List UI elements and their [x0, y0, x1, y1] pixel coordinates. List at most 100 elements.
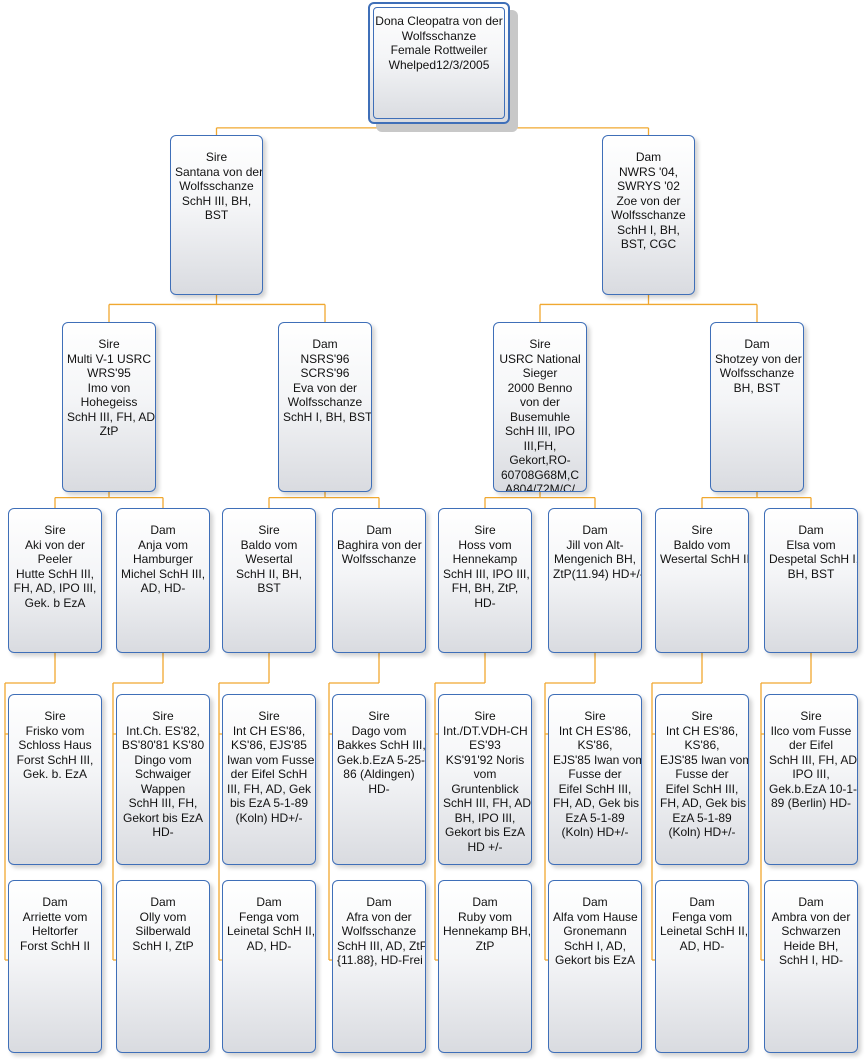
node-text-line: 86 (Aldingen): [343, 767, 415, 781]
node-text-line: FH, BH, ZtP,: [451, 581, 519, 595]
node-text-line: EzA 5-1-89: [565, 810, 625, 825]
node-role-label: Sire: [44, 523, 66, 537]
node-text-line: KS'86,: [684, 738, 720, 752]
node-text-line: Female Rottweiler: [390, 43, 488, 57]
node-text-line: KS'86,: [577, 738, 613, 752]
node-text-line: HD-: [368, 781, 390, 796]
node-text-line: SchH I, AD,: [563, 938, 627, 953]
node-text-line: Arriette vom: [22, 909, 88, 924]
node-text-line: Alfa vom Hause: [553, 909, 638, 924]
node-text-line: (Koln) HD+/-: [668, 825, 736, 839]
node-text-line: KS'91'92 Noris: [445, 752, 525, 767]
node-role-label: Sire: [258, 709, 280, 723]
node-text-line: Bakkes SchH III,: [337, 738, 426, 752]
node-text-line: Hennekamp BH,: [443, 924, 532, 938]
node-role-label: Dam: [635, 150, 662, 164]
node-text-line: SchH III, BH,: [181, 193, 252, 208]
node-text-line: SchH I, BH,: [617, 222, 680, 237]
node-role-label: Sire: [474, 523, 496, 537]
node-text-line: Multi V-1 USRC: [67, 351, 152, 366]
node-text-line: Heltorfer: [31, 924, 78, 938]
node-role-label: Sire: [44, 709, 66, 723]
node-text-line: Despetal SchH I,: [769, 552, 858, 566]
node-text-line: BH, IPO III,: [454, 810, 516, 825]
node-text-line: Eva von der: [292, 380, 358, 395]
node-text-line: Imo von: [87, 380, 131, 395]
node-text-line: AD, HD-: [140, 581, 186, 595]
node-text-line: Wappen: [140, 781, 186, 796]
node-role-label: Sire: [529, 337, 551, 351]
node-text-line: von der: [519, 395, 561, 409]
node-text-line: Aki von der: [24, 537, 86, 552]
node-text-line: Busemuhle: [509, 409, 571, 424]
node-role-label: Dam: [582, 523, 608, 537]
node-text-line: Wolfsschanze: [341, 552, 417, 566]
node-text-line: Schloss Haus: [18, 738, 92, 752]
node-text-line: Sieger: [522, 366, 558, 380]
node-text-line: ES'93: [469, 738, 501, 752]
node-text-line: Ambra von der: [771, 909, 851, 924]
node-text-line: Hutte SchH III,: [15, 566, 95, 581]
node-text-line: Heide BH,: [783, 938, 839, 953]
node-text-line: III,FH,: [523, 438, 557, 453]
node-text-line: Forst SchH III,: [16, 752, 94, 767]
node-text-line: Fusse der: [568, 767, 622, 781]
node-text-line: Int CH ES'86,: [665, 723, 739, 738]
node-text-line: Jill von Alt-: [566, 537, 624, 552]
node-text-line: Int.Ch. ES'82,: [126, 723, 200, 738]
node-text-line: (Koln) HD+/-: [561, 825, 629, 839]
node-role-label: Dam: [256, 895, 282, 909]
node-role-label: Dam: [42, 895, 68, 909]
node-role-label: Dam: [366, 523, 392, 537]
node-text-line: Wolfsschanze: [341, 924, 417, 938]
node-text-line: SchH I, ZtP: [132, 938, 194, 953]
node-text-line: FH, AD, IPO III,: [13, 581, 97, 595]
node-text-line: EJS'85 Iwan vom: [553, 752, 642, 767]
node-text-line: Fenga vom: [671, 909, 733, 924]
node-text-line: HD-: [474, 595, 496, 610]
node-text-line: 89 (Berlin) HD-: [770, 796, 851, 810]
node-text-line: Dona Cleopatra von der: [375, 14, 503, 28]
node-text-line: Gekort,RO-: [509, 453, 571, 467]
node-text-line: BST: [257, 581, 281, 595]
node-text-line: Forst SchH II: [19, 938, 90, 953]
node-text-line: WRS'95: [87, 366, 131, 380]
node-role-label: Dam: [312, 337, 338, 351]
node-text-line: Wolfsschanze: [287, 395, 363, 409]
node-text-line: KS'86, EJS'85: [231, 738, 307, 752]
node-role-label: Sire: [691, 523, 713, 537]
node-text-line: FH, AD, Gek bis: [660, 796, 747, 810]
node-text-line: Leinetal SchH II,: [660, 924, 749, 938]
node-text-line: Wesertal SchH II: [660, 552, 749, 566]
node-text-line: Baldo vom: [673, 537, 731, 552]
node-role-label: Sire: [258, 523, 280, 537]
node-text-line: A804/72M/C/: [504, 482, 576, 492]
node-text-line: Hoss vom: [458, 537, 512, 552]
node-text-line: BH, BST: [733, 380, 781, 395]
node-text-line: Gekort bis EzA: [554, 953, 636, 967]
node-text-line: der Eifel: [788, 738, 834, 752]
node-text-line: Leinetal SchH II,: [227, 924, 316, 938]
node-text-line: Int./DT.VDH-CH: [443, 723, 528, 738]
node-role-label: Dam: [150, 895, 176, 909]
node-text-line: SchH III, FH, AD,: [67, 409, 156, 424]
node-role-label: Sire: [474, 709, 496, 723]
node-role-label: Sire: [152, 709, 174, 723]
